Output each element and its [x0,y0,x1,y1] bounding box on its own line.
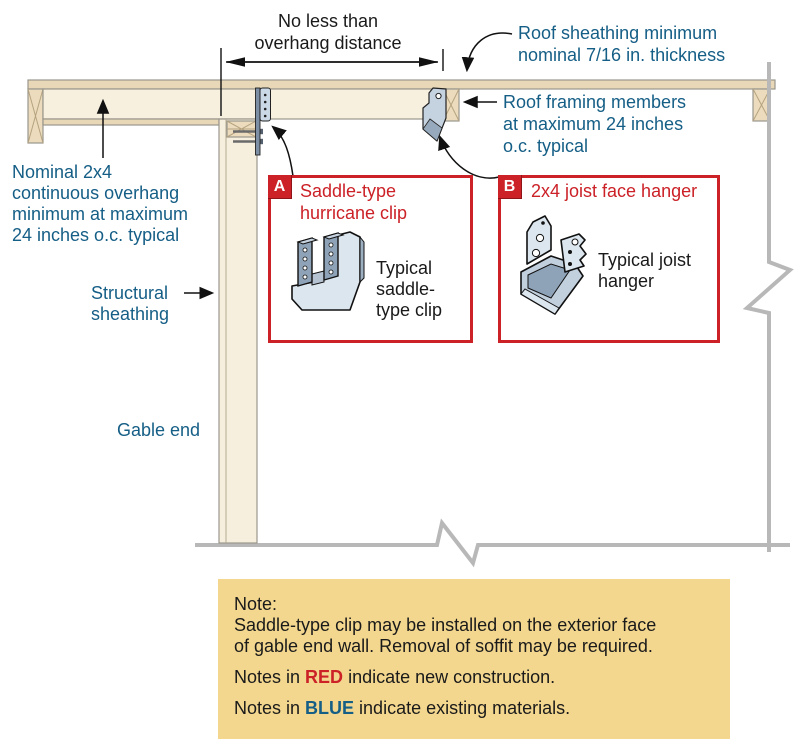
roof-sheathing-arrow [461,32,513,73]
callout-a-badge: A [268,175,292,199]
floor-break-line [195,518,790,568]
dimension-label: No less than overhang distance [254,11,402,53]
leader-arrows [96,32,513,300]
callout-b-caption: Typical joist hanger [598,250,692,291]
roof-framing-label: Roof framing members at maximum 24 inche… [503,92,687,156]
note-body-line: Saddle-type clip may be installed on the… [234,615,657,635]
callout-a-title: Saddle-type hurricane clip [300,181,408,223]
joist-hanger-installed [422,87,447,142]
callout-box-b: B 2x4 joist face hanger Typical joist ha… [498,175,720,343]
callout-b-title: 2x4 joist face hanger [531,181,698,201]
structural-sheathing-label: Structural sheathing [91,283,170,324]
note-heading: Note: [234,594,278,614]
saddle-clip-illustration [291,231,365,311]
callout-a-caption: Typical saddle- type clip [376,258,443,320]
section-break-line [742,62,794,552]
gable-end-label: Gable end [117,420,201,440]
fascia-board [27,88,44,144]
dimension-line [220,48,444,116]
note-legend-red: Notes in RED indicate new construction. [234,667,556,687]
nominal-overhang-label: Nominal 2x4 continuous overhang minimum … [12,162,189,245]
saddle-clip-installed [233,87,271,156]
roof-sheathing [27,79,776,90]
callout-b-badge: B [498,175,522,199]
red-keyword: RED [305,667,344,687]
note-box: Note: Saddle-type clip may be installed … [218,579,730,739]
callout-b-arrow [438,134,500,179]
roof-sheathing-label: Roof sheathing minimum nominal 7/16 in. … [518,23,726,65]
callout-a-arrow [271,125,294,177]
note-legend-blue: Notes in BLUE indicate existing material… [234,698,571,718]
blue-keyword: BLUE [305,698,355,718]
callout-box-a: A Saddle-type hurricane clip Typical sad… [268,175,473,343]
soffit-strip [42,118,220,126]
joist-hanger-illustration [520,215,587,315]
gable-end-wall [218,118,258,544]
note-body-line: of gable end wall. Removal of soffit may… [234,636,653,656]
